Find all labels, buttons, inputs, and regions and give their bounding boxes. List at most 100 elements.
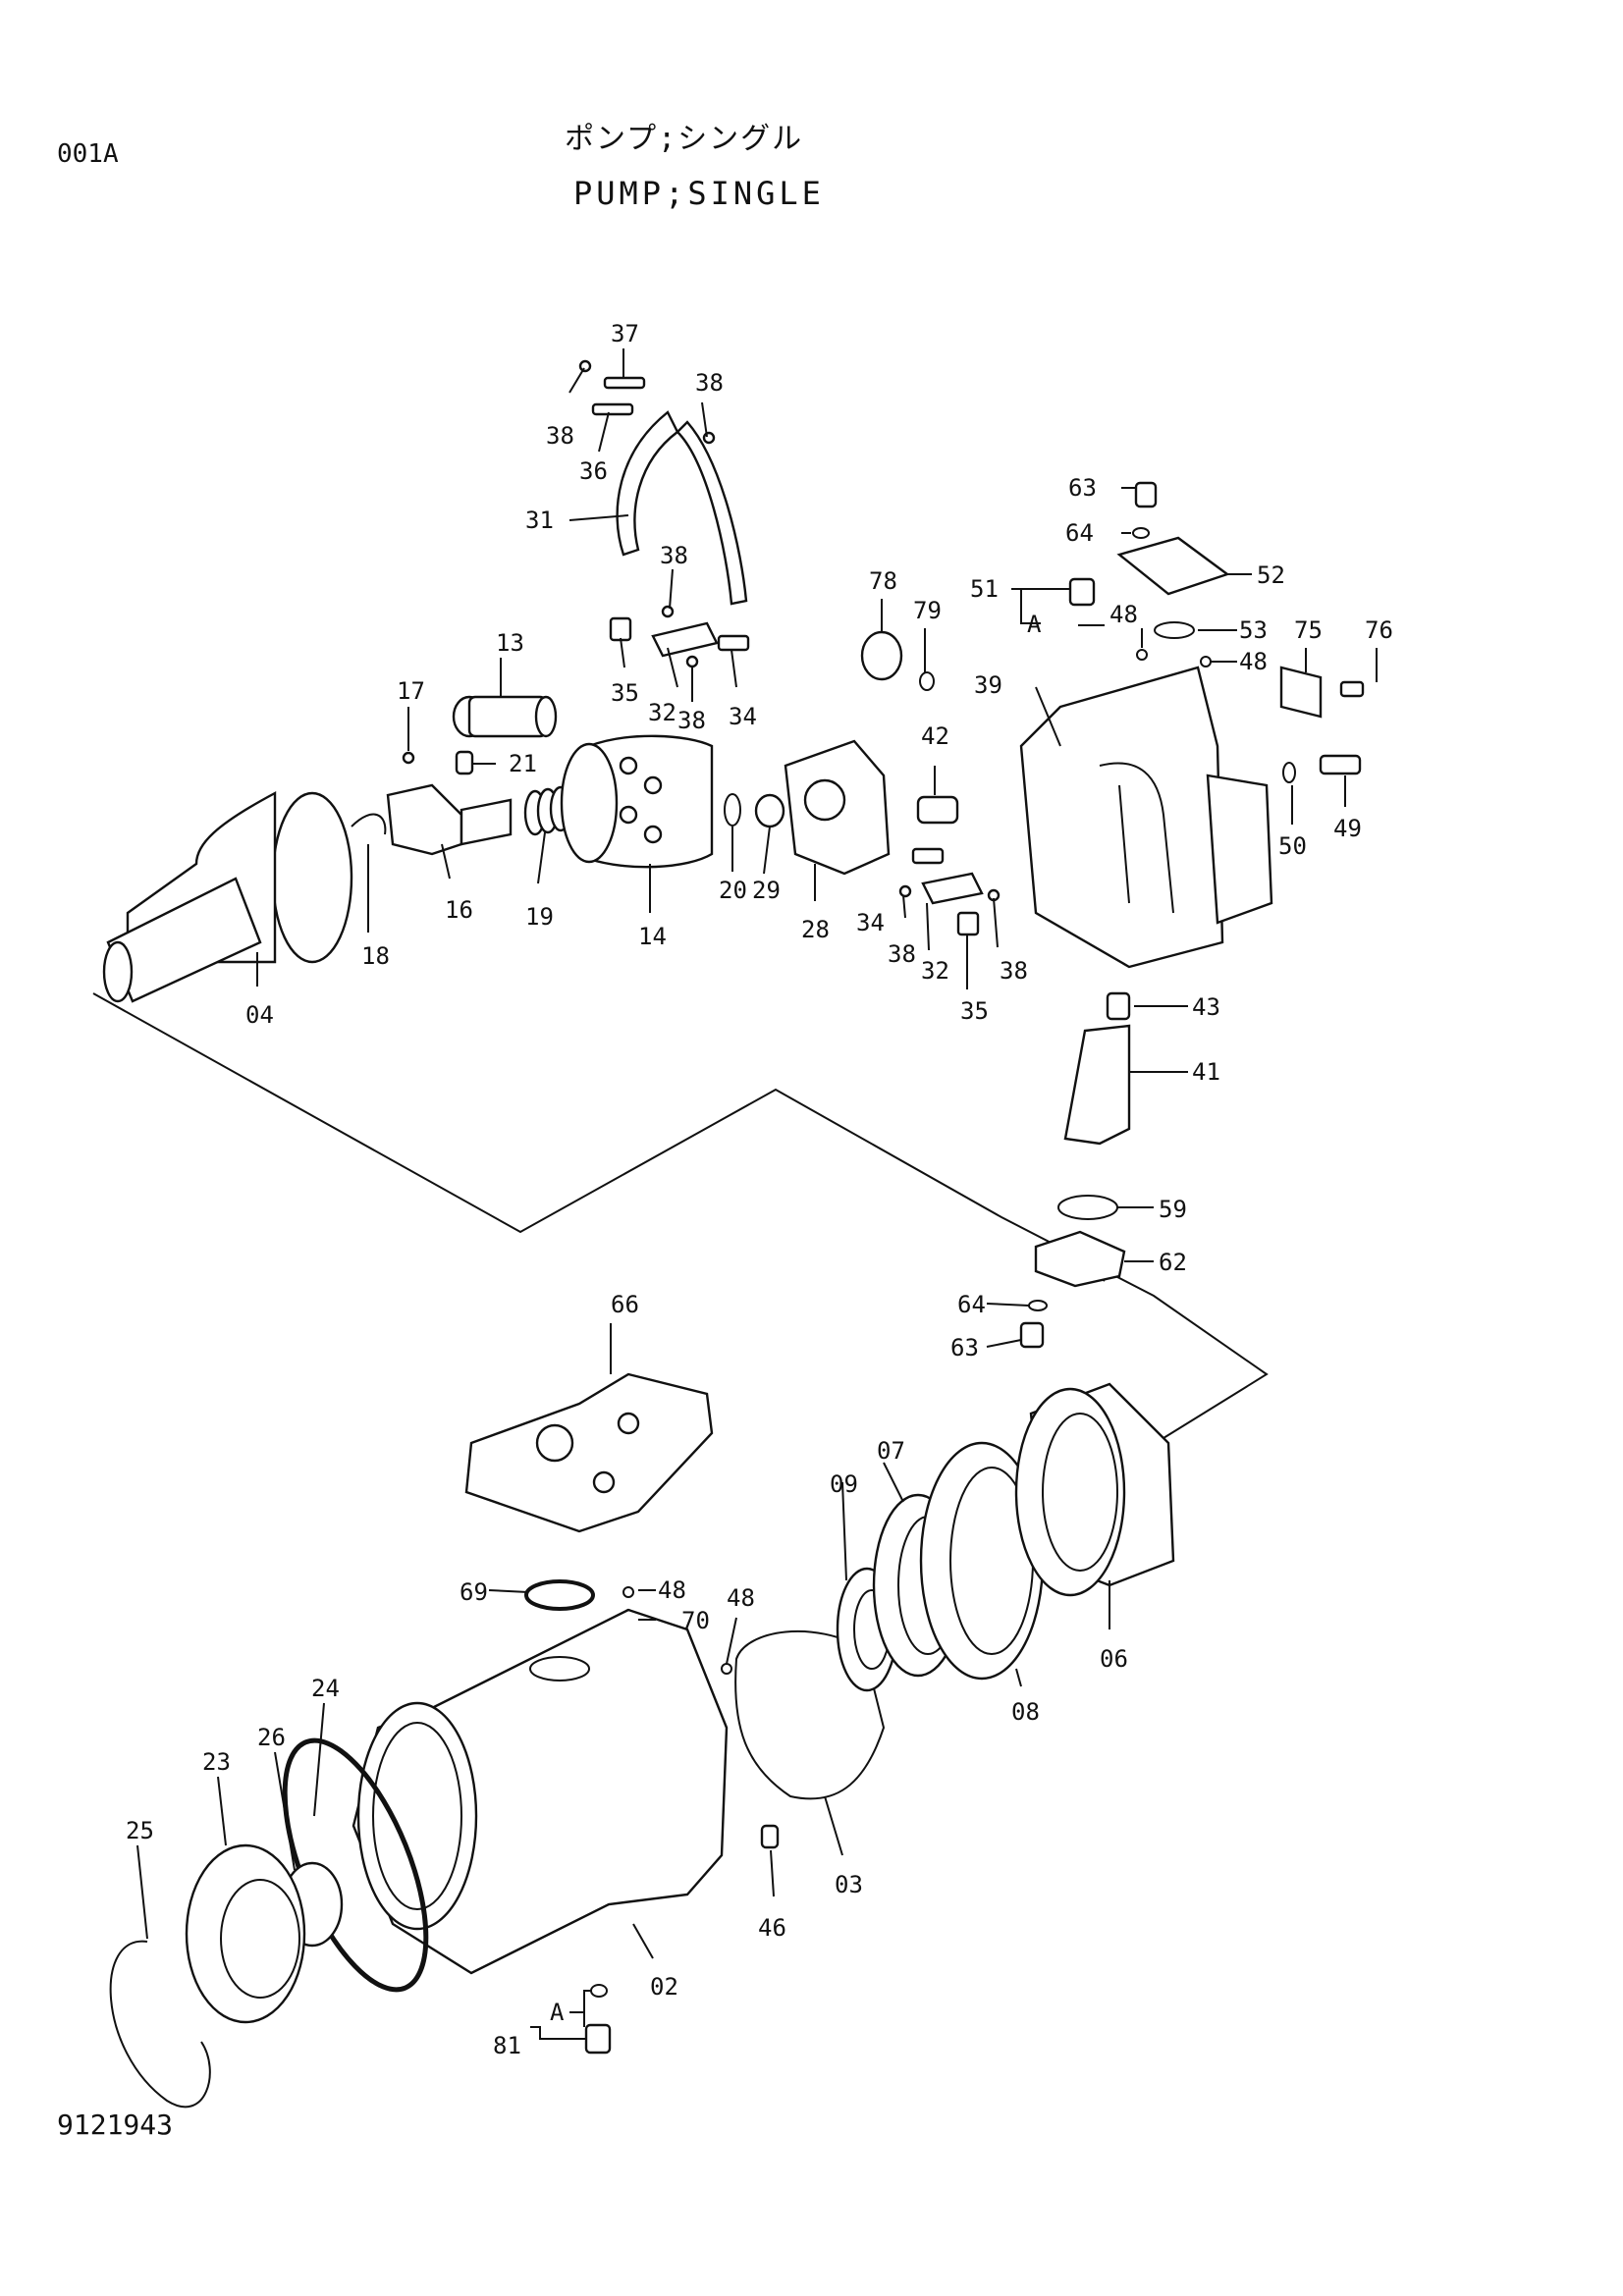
callout-35: 35 xyxy=(611,679,639,707)
part-63-bolts xyxy=(1019,481,1158,1349)
callout-52: 52 xyxy=(1257,561,1285,589)
callout-04: 04 xyxy=(245,1001,274,1029)
part-78-cap xyxy=(860,630,903,681)
part-21-pin xyxy=(455,750,474,775)
part-18-snap-ring xyxy=(351,813,387,835)
callout-42: 42 xyxy=(921,722,949,750)
callout-43: 43 xyxy=(1192,993,1220,1021)
callout-79: 79 xyxy=(913,597,942,624)
callout-08: 08 xyxy=(1011,1698,1040,1726)
callout-03: 03 xyxy=(835,1871,863,1898)
callout-64: 64 xyxy=(957,1291,986,1318)
callout-31: 31 xyxy=(525,507,554,534)
callout-23: 23 xyxy=(202,1748,231,1776)
part-66-regulator xyxy=(464,1372,714,1533)
callout-17: 17 xyxy=(397,677,425,705)
callout-09: 09 xyxy=(830,1470,858,1498)
part-50-washer xyxy=(1282,762,1296,783)
callout-28: 28 xyxy=(801,916,830,943)
callout-81: 81 xyxy=(493,2032,521,2059)
part-03-gasket xyxy=(734,1629,886,1800)
callout-48: 48 xyxy=(1239,648,1268,675)
callout-07: 07 xyxy=(877,1437,905,1465)
callout-labels: 37 38 38 36 31 38 13 17 35 32 38 34 21 1… xyxy=(126,320,1393,2059)
title-japanese: ポンプ;シングル xyxy=(565,122,804,156)
part-13-piston xyxy=(452,695,558,738)
callout-51: 51 xyxy=(970,575,999,603)
callout-69: 69 xyxy=(460,1578,488,1606)
callout-38: 38 xyxy=(677,707,706,734)
callout-41: 41 xyxy=(1192,1058,1220,1086)
part-34-pins xyxy=(717,634,945,865)
part-A-oring xyxy=(590,1984,608,1998)
part-81-plug xyxy=(584,2023,612,2055)
callout-38: 38 xyxy=(695,369,724,397)
callout-06: 06 xyxy=(1100,1645,1128,1673)
part-36-pin xyxy=(591,402,634,416)
callout-36: 36 xyxy=(579,457,608,485)
callout-26: 26 xyxy=(257,1724,286,1751)
callout-13: 13 xyxy=(496,629,524,657)
part-46-pin xyxy=(760,1824,780,1849)
part-53-oring xyxy=(1154,621,1195,639)
callout-75: 75 xyxy=(1294,616,1323,644)
part-23-cover xyxy=(185,1843,306,2024)
callout-63: 63 xyxy=(950,1334,979,1362)
part-14-cylinder-block xyxy=(560,734,714,869)
part-49-bolt xyxy=(1319,754,1362,775)
callout-18: 18 xyxy=(361,942,390,970)
part-28-valve-plate xyxy=(784,739,891,876)
callout-16: 16 xyxy=(445,896,473,924)
callout-48: 48 xyxy=(658,1576,686,1604)
part-31-lever-arm xyxy=(616,410,748,606)
callout-32: 32 xyxy=(648,699,676,726)
part-52-cover xyxy=(1116,536,1230,596)
callout-A: A xyxy=(1027,611,1042,638)
callout-20: 20 xyxy=(719,877,747,904)
part-43-nut xyxy=(1106,991,1131,1021)
part-04-drive-shaft xyxy=(102,790,353,1003)
callout-38: 38 xyxy=(888,940,916,968)
callout-46: 46 xyxy=(758,1914,786,1942)
callout-53: 53 xyxy=(1239,616,1268,644)
part-75-plate xyxy=(1279,666,1323,719)
callout-14: 14 xyxy=(638,923,667,950)
callout-02: 02 xyxy=(650,1973,678,2001)
part-17-pin xyxy=(402,751,415,765)
leader-lines xyxy=(136,348,1378,2040)
callout-76: 76 xyxy=(1365,616,1393,644)
part-37-pin xyxy=(603,376,646,390)
part-32-links xyxy=(651,621,984,905)
title-english: PUMP;SINGLE xyxy=(573,175,825,212)
part-59-oring xyxy=(1057,1195,1118,1220)
callout-37: 37 xyxy=(611,320,639,347)
callout-38: 38 xyxy=(546,422,574,450)
callout-39: 39 xyxy=(974,671,1002,699)
part-06-cover-cylinder xyxy=(1014,1382,1175,1597)
callout-34: 34 xyxy=(729,703,757,730)
callout-19: 19 xyxy=(525,903,554,931)
callout-38: 38 xyxy=(660,542,688,569)
part-16-retainer xyxy=(386,783,513,856)
part-41-tube xyxy=(1063,1024,1131,1146)
callout-25: 25 xyxy=(126,1817,154,1844)
callout-38: 38 xyxy=(1000,957,1028,985)
callout-70: 70 xyxy=(681,1607,710,1634)
part-02-pump-casing xyxy=(352,1608,729,1975)
callout-29: 29 xyxy=(752,877,781,904)
callout-48: 48 xyxy=(727,1584,755,1612)
callout-48: 48 xyxy=(1109,601,1138,628)
part-20-ring xyxy=(724,793,741,827)
drawing-number: 9121943 xyxy=(57,2109,174,2141)
callout-50: 50 xyxy=(1278,832,1307,860)
part-79-oring xyxy=(919,671,935,691)
part-29-pin xyxy=(754,793,785,828)
callout-21: 21 xyxy=(509,750,537,777)
callout-59: 59 xyxy=(1159,1196,1187,1223)
callout-24: 24 xyxy=(311,1675,340,1702)
callout-35: 35 xyxy=(960,997,989,1025)
callout-78: 78 xyxy=(869,567,897,595)
part-51-plug xyxy=(1068,577,1096,607)
